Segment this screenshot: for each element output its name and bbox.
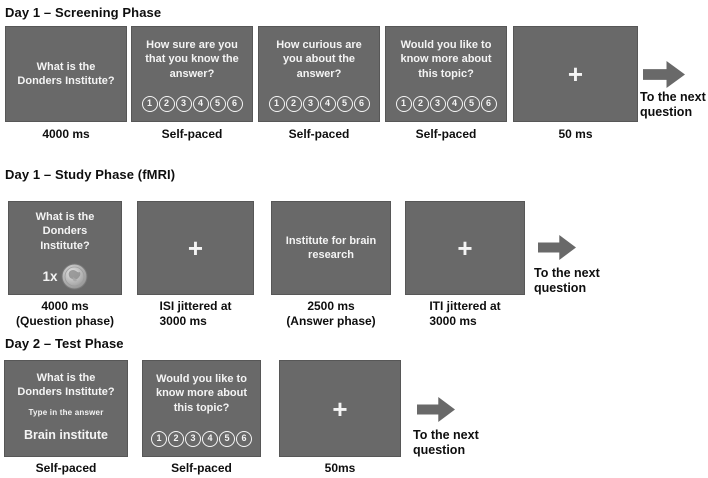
- rating-circle-5: 5: [209, 96, 226, 112]
- rating-circle-4: 4: [319, 96, 336, 112]
- rating-circle-3: 3: [429, 96, 446, 112]
- screen-text: What is the Donders Institute?: [17, 60, 115, 87]
- stimulus-screen-answer: Institute for brain research: [271, 201, 391, 295]
- screen-text: How curious are you about the answer?: [276, 39, 362, 80]
- rating-circle-4: 4: [192, 96, 209, 112]
- phase-title-study: Day 1 – Study Phase (fMRI): [5, 167, 176, 182]
- rating-circle-2: 2: [412, 96, 429, 112]
- phase-title-test: Day 2 – Test Phase: [5, 336, 124, 351]
- rating-circle-6: 6: [236, 431, 252, 447]
- arrow-label: To the next question: [640, 90, 706, 119]
- phase-title-screening: Day 1 – Screening Phase: [5, 5, 162, 20]
- rating-circle-2: 2: [168, 431, 184, 447]
- answer-prompt: Type in the answer: [28, 407, 104, 417]
- rating-circle-5: 5: [463, 96, 480, 112]
- screen-text: Would you like to know more about this t…: [155, 373, 248, 414]
- rating-circle-4: 4: [202, 431, 218, 447]
- screen-caption: Self-paced: [161, 127, 223, 141]
- rating-circle-5: 5: [219, 431, 235, 447]
- rating-circle-1: 1: [151, 431, 167, 447]
- stimulus-screen-question: What is the Donders Institute?: [5, 26, 127, 122]
- screen-text: What is the Donders Institute?: [17, 372, 115, 399]
- reward-cue: 1x: [42, 263, 88, 290]
- arrow-label: To the next question: [534, 266, 600, 295]
- stimulus-screen-fixation: +: [513, 26, 638, 122]
- reward-multiplier: 1x: [42, 268, 58, 284]
- rating-circle-6: 6: [226, 96, 243, 112]
- rating-circle-6: 6: [353, 96, 370, 112]
- fixation-cross: +: [457, 233, 473, 263]
- screen-caption: ITI jittered at 3000 ms: [405, 299, 525, 328]
- fixation-cross: +: [187, 233, 204, 263]
- screen-caption: Self-paced: [288, 127, 350, 141]
- rating-circle-1: 1: [395, 96, 412, 112]
- typed-answer: Brain institute: [23, 427, 109, 442]
- stimulus-screen-interest-rating: Would you like to know more about this t…: [385, 26, 507, 122]
- screen-caption: 50ms: [324, 461, 356, 475]
- rating-circle-2: 2: [285, 96, 302, 112]
- fixation-cross: +: [567, 59, 584, 89]
- rating-circle-3: 3: [302, 96, 319, 112]
- stimulus-screen-fixation: +: [279, 360, 401, 457]
- rating-circle-4: 4: [446, 96, 463, 112]
- fixation-cross: +: [332, 393, 348, 424]
- screen-text: How sure are you that you know the answe…: [145, 39, 239, 80]
- next-arrow-icon: [643, 61, 685, 88]
- rating-circle-1: 1: [141, 96, 158, 112]
- screen-caption: Self-paced: [415, 127, 477, 141]
- screen-caption: Self-paced: [35, 461, 97, 475]
- screen-caption: 50 ms: [558, 127, 593, 141]
- screen-caption: 4000 ms: [42, 127, 90, 141]
- stimulus-screen-iti-fixation: +: [405, 201, 525, 295]
- caption-text: ISI jittered at 3000 ms: [159, 299, 232, 328]
- coin-icon: [61, 263, 88, 290]
- screen-caption: ISI jittered at 3000 ms: [137, 299, 254, 328]
- rating-circle-2: 2: [158, 96, 175, 112]
- stimulus-screen-confidence-rating: How sure are you that you know the answe…: [131, 26, 253, 122]
- rating-circle-3: 3: [175, 96, 192, 112]
- screen-caption: 4000 ms (Question phase): [15, 299, 114, 328]
- screen-text: Would you like to know more about this t…: [400, 39, 492, 80]
- stimulus-screen-question-reward: What is the Donders Institute? 1x: [8, 201, 122, 295]
- rating-circle-1: 1: [268, 96, 285, 112]
- arrow-label: To the next question: [413, 428, 479, 457]
- screen-text: Institute for brain research: [285, 234, 377, 261]
- stimulus-screen-interest-rating: Would you like to know more about this t…: [142, 360, 261, 457]
- stimulus-screen-recall: What is the Donders Institute? Type in t…: [4, 360, 128, 457]
- screen-caption: Self-paced: [171, 461, 232, 475]
- caption-text: ITI jittered at 3000 ms: [429, 299, 501, 328]
- next-arrow-icon: [417, 397, 455, 422]
- screen-text: What is the Donders Institute?: [35, 211, 95, 252]
- screen-caption: 2500 ms (Answer phase): [286, 299, 376, 328]
- stimulus-screen-isi-fixation: +: [137, 201, 254, 295]
- rating-circle-6: 6: [480, 96, 497, 112]
- rating-circle-5: 5: [336, 96, 353, 112]
- next-arrow-icon: [538, 235, 576, 260]
- rating-circle-3: 3: [185, 431, 201, 447]
